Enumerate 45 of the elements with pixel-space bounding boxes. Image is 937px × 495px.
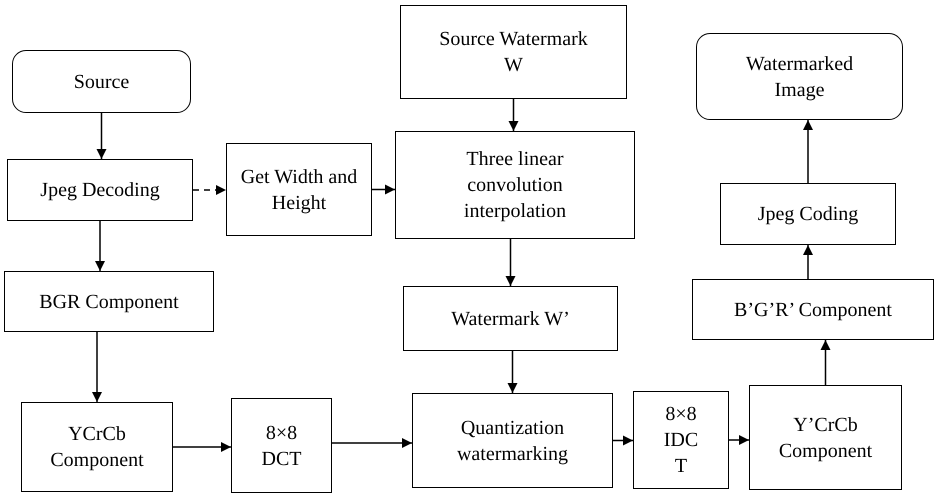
arrow — [92, 332, 102, 402]
arrow — [803, 120, 813, 183]
process-box — [4, 271, 214, 332]
box-label: 8×8 IDC T — [662, 402, 700, 479]
process-box — [21, 402, 173, 492]
arrow — [508, 99, 518, 131]
arrow — [193, 185, 226, 195]
box-label: Jpeg Coding — [758, 202, 858, 227]
arrow — [173, 442, 231, 452]
arrow — [820, 340, 830, 385]
box-label: B’G’R’ Component — [734, 298, 892, 322]
process-box — [412, 393, 613, 488]
box-label: Y’CrCb Component — [778, 412, 874, 464]
arrow — [96, 113, 106, 159]
rounded-box — [696, 33, 903, 120]
process-box — [226, 143, 372, 236]
arrow — [506, 239, 516, 286]
box-label: YCrCb Component — [49, 422, 145, 473]
box-label: Jpeg Decoding — [40, 178, 160, 203]
arrow — [372, 184, 395, 194]
box-label: Watermarked Image — [744, 52, 854, 102]
arrow — [332, 438, 412, 448]
process-box — [395, 131, 635, 239]
box-label: Three linear convolution interpolation — [462, 147, 568, 224]
box-label: 8×8 DCT — [260, 420, 302, 472]
process-box — [749, 385, 902, 490]
arrow — [803, 245, 813, 279]
box-label: Quantization watermarking — [456, 416, 570, 466]
box-label: Source Watermark W — [438, 27, 589, 78]
box-label: Watermark W’ — [451, 306, 570, 332]
box-label: BGR Component — [39, 290, 179, 314]
process-box — [720, 183, 896, 245]
arrow — [95, 221, 105, 271]
process-box — [403, 286, 618, 351]
arrow — [508, 351, 518, 393]
process-box — [633, 391, 729, 489]
rounded-box — [12, 50, 191, 113]
box-label: Source — [74, 70, 130, 94]
process-box — [692, 279, 934, 340]
process-box — [231, 398, 332, 493]
process-box — [400, 5, 627, 99]
box-label: Get Width and Height — [240, 164, 358, 216]
arrow — [613, 436, 633, 446]
arrow — [729, 435, 749, 445]
process-box — [7, 159, 193, 221]
